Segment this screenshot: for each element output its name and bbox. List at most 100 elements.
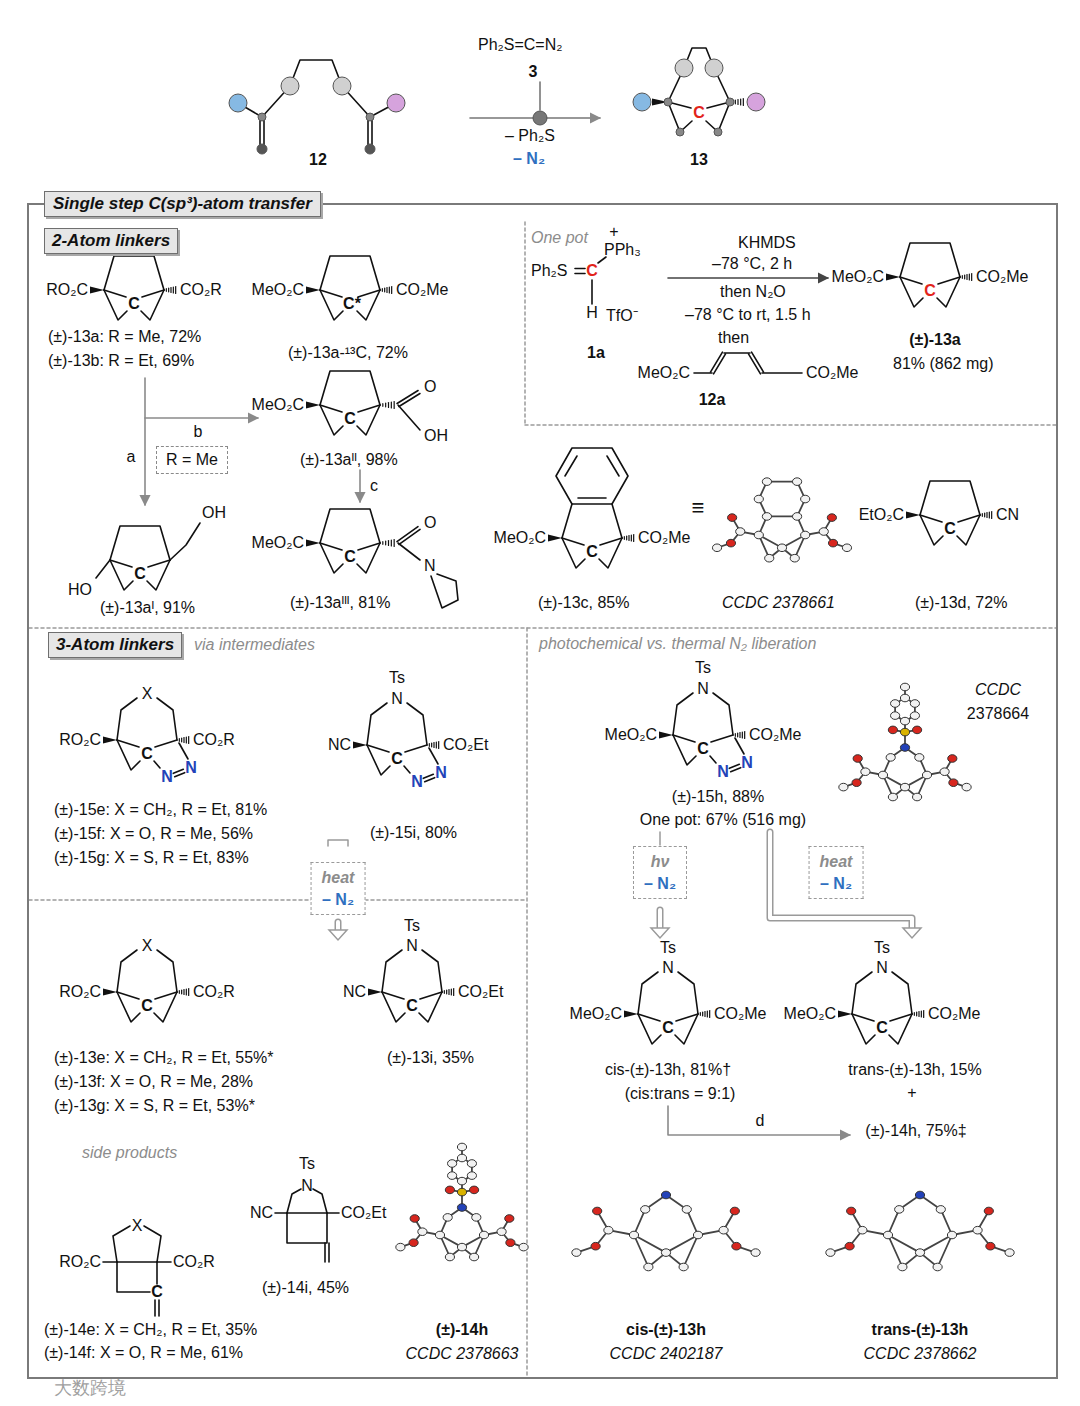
crystal-atom [891, 700, 900, 708]
hash-bond [384, 288, 385, 292]
substituent-dot [257, 144, 267, 154]
bond [117, 950, 137, 992]
hash-bond [451, 989, 452, 995]
chem-label: 1a [587, 345, 605, 361]
crystal-atom [751, 1249, 760, 1257]
crystal-atom [910, 712, 919, 720]
chem-label: X [142, 686, 153, 702]
crystal-atom [913, 793, 922, 801]
hash-bond [181, 738, 182, 742]
chem-label: O [424, 379, 436, 395]
wedge-bond [906, 512, 920, 519]
bond [591, 280, 593, 304]
chem-label: MeO₂C [252, 535, 304, 551]
hash-bond [633, 535, 634, 542]
chem-label: CO₂Et [458, 984, 503, 1000]
chem-label: N [185, 760, 197, 776]
chem-label: X [142, 938, 153, 954]
crystal-atom [888, 726, 897, 734]
chem-label: + [609, 224, 618, 240]
crystal-atom [1005, 1249, 1014, 1257]
chem-label: CO₂Me [749, 727, 801, 743]
chem-label: via intermediates [194, 637, 315, 653]
bond [423, 774, 433, 778]
crystal-atom [940, 768, 949, 776]
chem-label: CCDC 2378662 [864, 1346, 977, 1362]
substituent-dot [387, 94, 405, 112]
crystal-atom [762, 513, 771, 521]
wedge-bond [306, 402, 320, 409]
node-text: hν [644, 851, 676, 873]
chem-label: MeO₂C [570, 1006, 622, 1022]
bond [287, 1212, 327, 1214]
chem-label: NC [328, 737, 351, 753]
crystal-atom [826, 1249, 835, 1257]
crystal-atom [445, 1253, 454, 1261]
chem-label: C [586, 263, 598, 279]
crystal-atom [801, 495, 810, 503]
bond [673, 735, 696, 765]
chem-label: NC [343, 984, 366, 1000]
chem-label: C [924, 283, 936, 299]
crystal-atom [947, 1231, 956, 1239]
bond [404, 766, 410, 773]
chem-label: 12a [699, 392, 726, 408]
condition-box: R = Me [156, 446, 228, 474]
panel-divider [525, 424, 1056, 426]
chem-label: PPh₃ [604, 242, 641, 258]
crystal-atom [661, 1249, 670, 1257]
bond [357, 290, 380, 320]
crystal-atom [679, 1263, 688, 1271]
chem-label: – Ph₂S [505, 128, 555, 144]
crystal-atom [910, 700, 919, 708]
chem-label: CO₂Me [714, 1006, 766, 1022]
chem-label: C [344, 549, 356, 565]
chem-label: Ts [299, 1156, 315, 1172]
crystal-atom [497, 1228, 506, 1236]
crystal-atom [604, 1226, 613, 1234]
chem-label: C [151, 1284, 163, 1300]
crystal-atom [852, 779, 861, 787]
hash-bond [179, 991, 180, 994]
hash-bond [969, 274, 970, 280]
node-text: R = Me [166, 451, 218, 469]
chem-label: (±)-15i, 80% [370, 825, 457, 841]
chem-label: 81% (862 mg) [893, 356, 994, 372]
bond [852, 1014, 875, 1044]
bond [110, 526, 170, 560]
bond [673, 693, 693, 735]
chem-label: 13 [690, 152, 708, 168]
bond [320, 543, 343, 573]
crystal-atom [913, 726, 922, 734]
chem-label: side products [82, 1145, 177, 1161]
bond [170, 523, 200, 560]
hash-bond [700, 1013, 701, 1016]
hash-bond [735, 100, 736, 104]
hash-bond [984, 513, 985, 517]
bond [175, 773, 185, 777]
substituent-dot [333, 77, 351, 95]
hash-bond [394, 402, 395, 409]
hash-bond [624, 537, 625, 540]
bond [96, 560, 110, 578]
crystal-atom [728, 514, 737, 522]
bond [147, 560, 170, 590]
crystal-atom [418, 1228, 427, 1236]
chem-label: (±)-14h [436, 1322, 488, 1338]
chem-label: Ts [404, 918, 420, 934]
crystal-atom [409, 1239, 418, 1247]
illustration-layer [29, 48, 1056, 1377]
crystal-atom [730, 1207, 739, 1215]
crystal-atom [467, 1172, 476, 1180]
chem-label: (±)-13aᴵᴵᴵ, 81% [290, 595, 390, 611]
wedge-bond [353, 742, 367, 749]
chem-label: then [718, 330, 749, 346]
chem-label: N [424, 558, 436, 574]
chem-label: CCDC 2378663 [406, 1346, 519, 1362]
hash-bond [389, 287, 390, 293]
crystal-atom [948, 755, 957, 763]
crystal-atom [900, 783, 909, 791]
chem-label: MeO₂C [832, 269, 884, 285]
chem-label: (±)-14f: X = O, R = Me, 61% [44, 1345, 243, 1361]
hash-bond [989, 512, 990, 518]
